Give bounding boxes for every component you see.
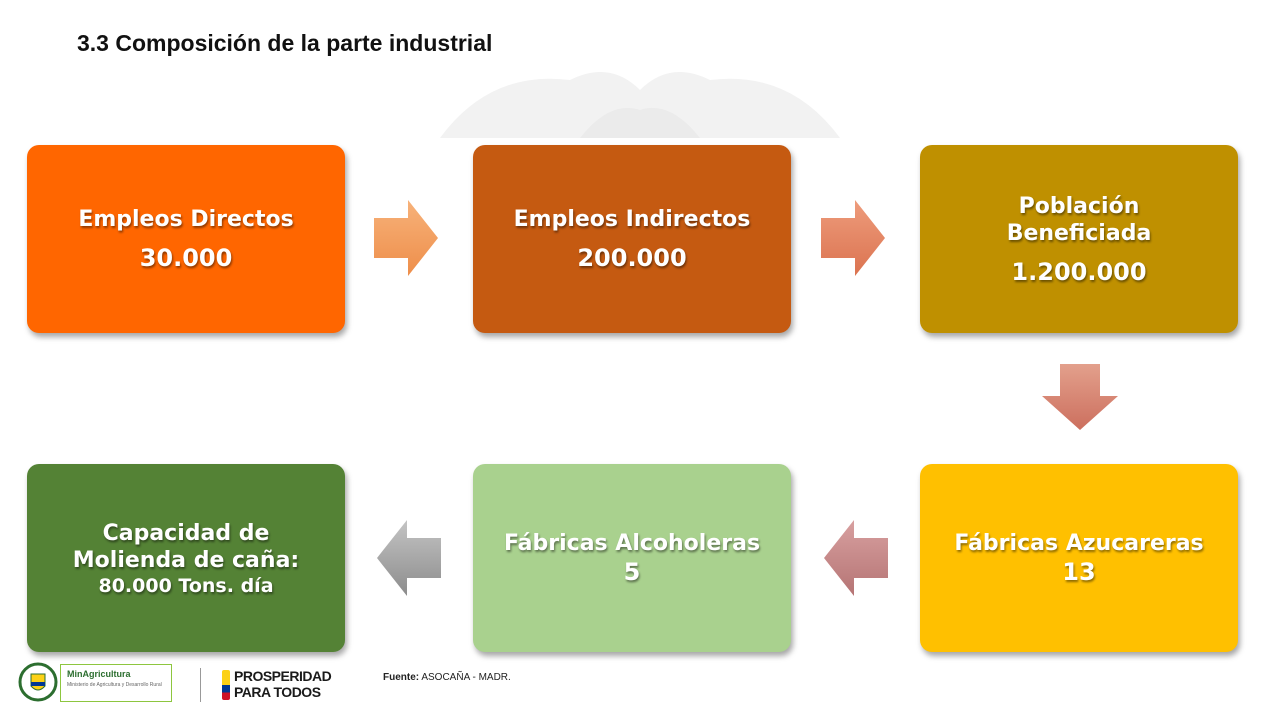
flow-box-value: 13: [1062, 557, 1096, 586]
prosperidad-logo-line2: PARA TODOS: [234, 684, 321, 700]
arrow-down-icon: [1042, 364, 1118, 430]
flow-box-empleos-directos: Empleos Directos 30.000: [27, 145, 345, 333]
flow-box-label: Fábricas Azucareras: [954, 531, 1204, 557]
arrow-right-icon: [821, 200, 885, 276]
minagricultura-logo-name: MinAgricultura: [67, 669, 131, 679]
arrow-left-icon: [377, 520, 441, 596]
flow-box-poblacion-beneficiada: Población Beneficiada 1.200.000: [920, 145, 1238, 333]
flow-box-value: 200.000: [577, 243, 687, 272]
flow-box-label: Empleos Directos: [78, 207, 294, 233]
flow-box-value: 1.200.000: [1011, 257, 1147, 286]
prosperidad-para-todos-logo: PROSPERIDAD PARA TODOS: [222, 668, 342, 702]
flow-box-fabricas-azucareras: Fábricas Azucareras 13: [920, 464, 1238, 652]
flow-box-label: Empleos Indirectos: [513, 207, 751, 233]
flow-box-capacidad-molienda: Capacidad de Molienda de caña: 80.000 To…: [27, 464, 345, 652]
flow-box-label: Capacidad de Molienda de caña:: [72, 520, 300, 574]
flow-box-empleos-indirectos: Empleos Indirectos 200.000: [473, 145, 791, 333]
slide-title: 3.3 Composición de la parte industrial: [77, 30, 493, 56]
footer-divider: [200, 668, 201, 702]
colombia-coat-of-arms-icon: [18, 662, 58, 702]
colombia-flag-icon: [222, 670, 230, 700]
flow-box-label: Población Beneficiada: [1006, 193, 1152, 247]
minagricultura-logo: MinAgricultura Ministerio de Agricultura…: [60, 664, 172, 702]
source-note: Fuente: ASOCAÑA - MADR.: [383, 672, 511, 683]
flow-box-value: 30.000: [139, 243, 233, 272]
flow-box-value: 80.000 Tons. día: [98, 574, 274, 597]
prosperidad-logo-line1: PROSPERIDAD: [234, 668, 332, 684]
flow-box-label: Fábricas Alcoholeras: [503, 531, 761, 557]
eagle-watermark-icon: [440, 72, 840, 138]
flow-box-value: 5: [623, 557, 641, 586]
source-text: ASOCAÑA - MADR.: [421, 672, 511, 683]
source-label: Fuente:: [383, 672, 420, 683]
arrow-right-icon: [374, 200, 438, 276]
flow-box-fabricas-alcoholeras: Fábricas Alcoholeras 5: [473, 464, 791, 652]
arrow-left-icon: [824, 520, 888, 596]
minagricultura-logo-subtitle: Ministerio de Agricultura y Desarrollo R…: [67, 682, 162, 688]
